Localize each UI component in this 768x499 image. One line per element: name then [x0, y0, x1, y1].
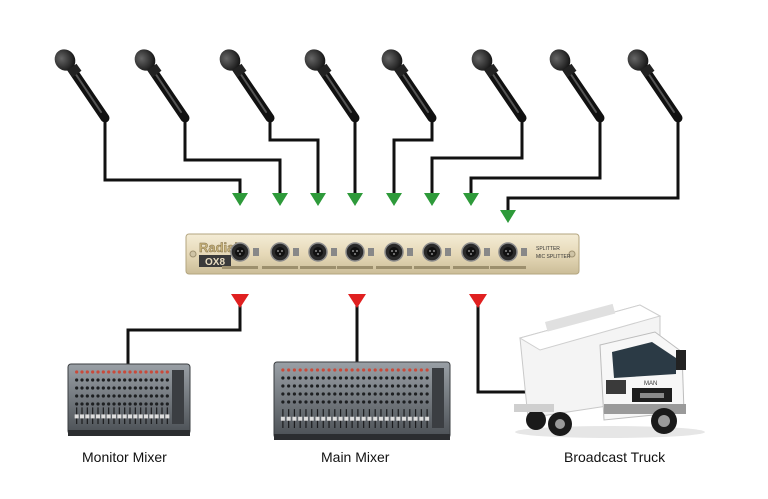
- model-label: OX8: [205, 257, 225, 268]
- input-arrow-5: [386, 193, 402, 206]
- output-arrow-truck: [469, 294, 487, 308]
- input-arrow-2: [272, 193, 288, 206]
- cable-mic-2: [183, 118, 282, 196]
- output-arrow-main: [348, 294, 366, 308]
- input-arrow-7: [463, 193, 479, 206]
- broadcast-truck-icon: MAN: [514, 303, 705, 438]
- cable-mic-5: [392, 118, 434, 196]
- monitor-mixer: [67, 363, 191, 436]
- microphone-icon: [381, 49, 437, 123]
- xlr-jack: [414, 242, 451, 269]
- input-arrows: [232, 193, 516, 223]
- output-arrows: [231, 294, 487, 308]
- microphone-icon: [471, 49, 527, 123]
- monitor-mixer-label: Monitor Mixer: [82, 449, 167, 465]
- cable-mic-6: [430, 118, 524, 196]
- main-mixer: [273, 361, 451, 440]
- output-arrow-monitor: [231, 294, 249, 308]
- microphone-icon: [304, 49, 360, 123]
- cable-mic-7: [469, 118, 602, 196]
- xlr-jack: [376, 242, 413, 269]
- input-cables: [103, 118, 680, 212]
- mixing-console-icon: [67, 363, 191, 436]
- xlr-jack: [262, 242, 299, 269]
- mic-splitter-unit: Radial OX8 SPLITTER MIC SPLITTER: [185, 233, 580, 275]
- brand-logo: Radial: [199, 240, 238, 255]
- input-arrow-8: [500, 210, 516, 223]
- microphone-icon: [549, 49, 605, 123]
- input-arrow-4: [347, 193, 363, 206]
- input-arrow-6: [424, 193, 440, 206]
- input-arrow-1: [232, 193, 248, 206]
- xlr-jack: [337, 242, 374, 269]
- microphone-icon: [219, 49, 275, 123]
- main-mixer-label: Main Mixer: [321, 449, 390, 465]
- cable-mic-1: [103, 118, 242, 196]
- input-arrow-3: [310, 193, 326, 206]
- microphone-icon: [627, 49, 683, 123]
- rack-screw-right: [568, 250, 576, 258]
- side-label-2: MIC SPLITTER: [536, 254, 571, 260]
- xlr-jack: [490, 242, 527, 269]
- cable-mic-8: [506, 118, 680, 212]
- broadcast-truck-label: Broadcast Truck: [564, 449, 666, 465]
- microphone-icon: [54, 49, 110, 123]
- microphone-icon: [134, 49, 190, 123]
- xlr-jack: [453, 242, 490, 269]
- rack-screw-left: [189, 250, 197, 258]
- microphones: [54, 49, 683, 123]
- xlr-jack: [222, 242, 259, 269]
- cable-to-monitor-mixer: [126, 305, 242, 365]
- side-label-1: SPLITTER: [536, 246, 560, 252]
- mixing-console-icon: [273, 361, 451, 440]
- truck-badge: MAN: [644, 381, 657, 387]
- xlr-jacks: [222, 242, 527, 269]
- cable-mic-3: [268, 118, 320, 196]
- xlr-jack: [300, 242, 337, 269]
